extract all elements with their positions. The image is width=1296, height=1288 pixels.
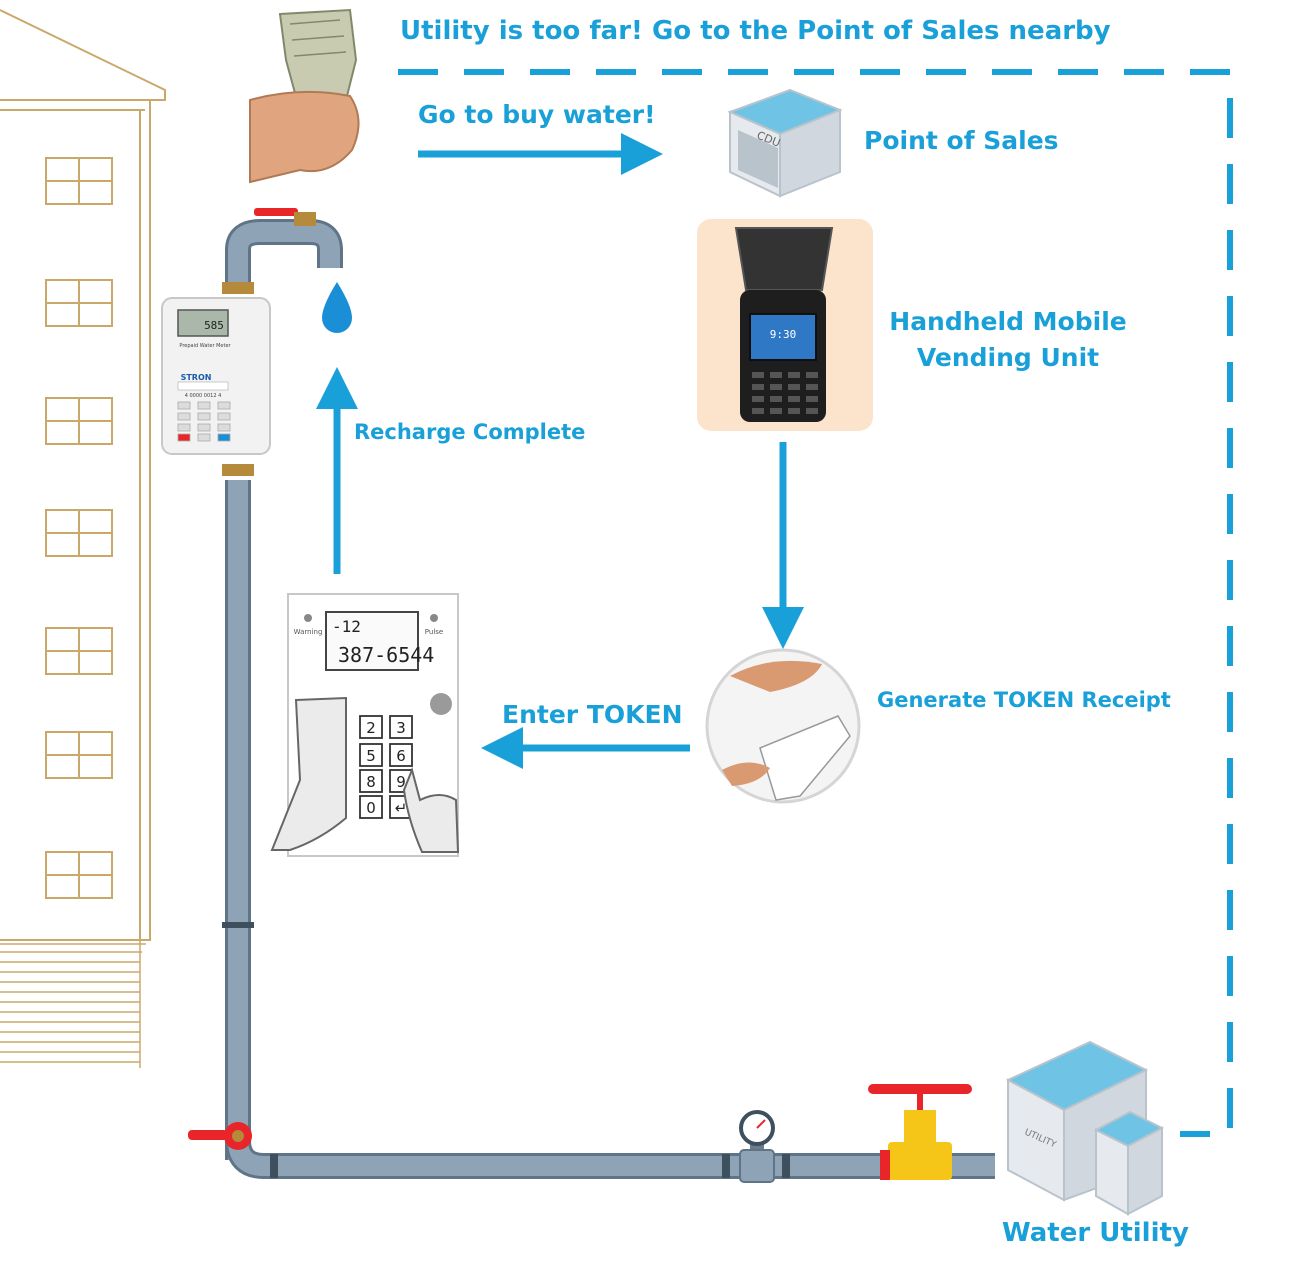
keypad-key: 0: [366, 799, 376, 817]
label-token-receipt: Generate TOKEN Receipt: [877, 688, 1171, 712]
building-windows: [45, 157, 113, 899]
keypad-key: ↵: [395, 799, 408, 817]
token-receipt-handoff: [705, 648, 861, 804]
keypad-key: 9: [396, 773, 406, 791]
label-buy-water: Go to buy water!: [418, 100, 656, 129]
meter-caption: Prepaid Water Meter: [179, 343, 231, 349]
keypad-key: 5: [366, 747, 376, 765]
prepaid-water-meter: 585 Prepaid Water Meter STRON 4 0000 001…: [161, 297, 271, 455]
flow-arrows: [316, 133, 804, 769]
keypad-warning-label: Warning: [294, 628, 323, 636]
label-enter-token: Enter TOKEN: [502, 700, 683, 729]
keypad-key: 2: [366, 719, 376, 737]
point-of-sales-building: CDU: [727, 88, 843, 198]
pressure-gauge-icon: [739, 1110, 775, 1183]
corner-valve-icon: [188, 1122, 252, 1150]
right-hand-icon: [402, 766, 460, 853]
label-vending-unit-line1: Handheld Mobile: [889, 307, 1127, 336]
apartment-building: [0, 9, 166, 1068]
label-vending-unit-line2: Vending Unit: [916, 343, 1100, 372]
meter-display: 585: [204, 319, 224, 332]
keypad-key: 6: [396, 747, 406, 765]
label-point-of-sales: Point of Sales: [864, 126, 1059, 155]
water-drop-icon: [322, 282, 352, 333]
money-hand-icon: [249, 8, 360, 184]
vending-screen: 9:30: [770, 328, 797, 341]
meter-serial: 4 0000 0012 4: [185, 393, 222, 399]
meter-brand: STRON: [181, 373, 212, 382]
faucet-handle-icon: [254, 208, 316, 226]
meter-keypad: [177, 401, 231, 442]
headline: Utility is too far! Go to the Point of S…: [400, 16, 1111, 46]
vending-keypad: [752, 372, 818, 414]
keypad-buttons: [359, 715, 413, 819]
handheld-vending-unit: 9:30: [697, 219, 873, 431]
building-siding: [0, 940, 146, 1068]
label-water-utility: Water Utility: [1002, 1218, 1189, 1248]
keypad-key: 3: [396, 719, 406, 737]
keypad-pulse-label: Pulse: [425, 628, 443, 636]
water-utility-building: UTILITY: [1005, 1040, 1165, 1216]
keypad-display-line2: 387-6544: [338, 643, 434, 667]
gate-valve-icon: [868, 1084, 972, 1180]
label-vending-unit: Handheld Mobile Vending Unit: [880, 304, 1136, 376]
left-hand-icon: [270, 696, 347, 851]
token-keypad-panel: Warning Pulse -12 387-6544 2 3 5 6 8 9 0…: [270, 593, 460, 857]
keypad-key: 8: [366, 773, 376, 791]
dashed-utility-route: [398, 69, 1233, 1137]
label-recharge-complete: Recharge Complete: [354, 420, 586, 444]
keypad-display-line1: -12: [332, 617, 361, 636]
